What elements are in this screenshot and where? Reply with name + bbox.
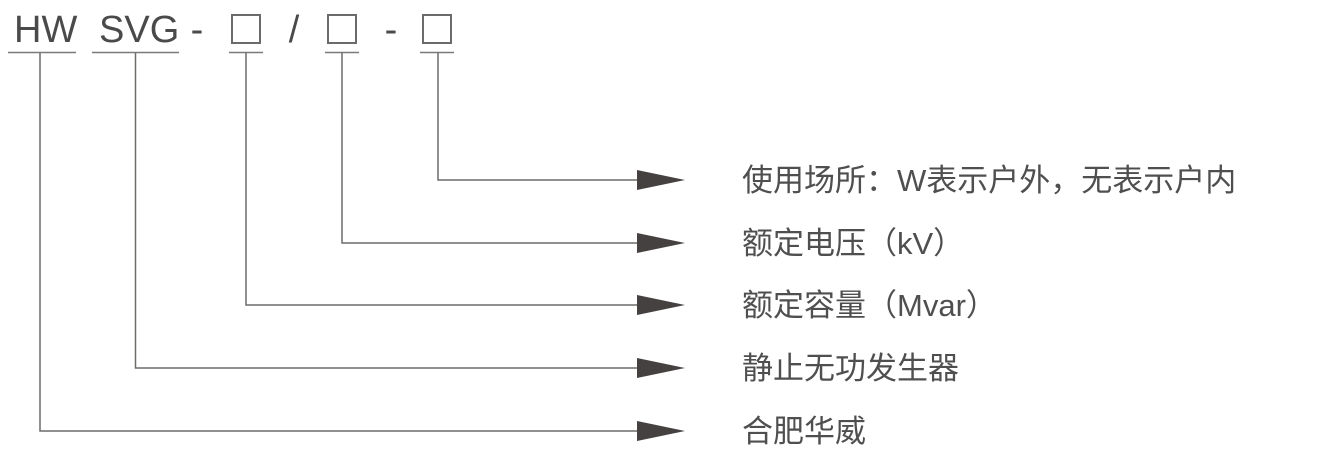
rated-capacity-placeholder-box [231, 14, 261, 44]
connector-product-type [134, 53, 637, 369]
rated-voltage-placeholder-box [327, 14, 357, 44]
usage-site-placeholder-box [422, 14, 452, 44]
code-dash-separator-2: - [385, 9, 398, 51]
code-manufacturer-text: HW [14, 9, 77, 51]
legend-manufacturer-label: 合肥华威 [742, 414, 866, 449]
legend-product-type-label: 静止无功发生器 [742, 351, 959, 386]
code-dash-separator-1: - [191, 9, 204, 51]
arrowhead-rated-voltage-icon [637, 233, 685, 253]
arrowhead-product-type-icon [637, 358, 685, 378]
connector-rated-voltage [341, 53, 637, 244]
arrowhead-usage-site-icon [637, 170, 685, 190]
code-product-type-text: SVG [99, 9, 179, 51]
legend-usage-site-label: 使用场所：W表示户外，无表示户内 [742, 163, 1236, 198]
connector-rated-capacity [245, 53, 637, 306]
arrowhead-manufacturer-icon [637, 421, 685, 441]
code-slash-separator: / [289, 9, 300, 51]
legend-rated-capacity-label: 额定容量（Mvar） [742, 288, 997, 323]
arrowhead-rated-capacity-icon [637, 295, 685, 315]
connector-usage-site [437, 53, 637, 181]
legend-rated-voltage-label: 额定电压（kV） [742, 226, 964, 261]
connector-manufacturer [39, 53, 637, 432]
